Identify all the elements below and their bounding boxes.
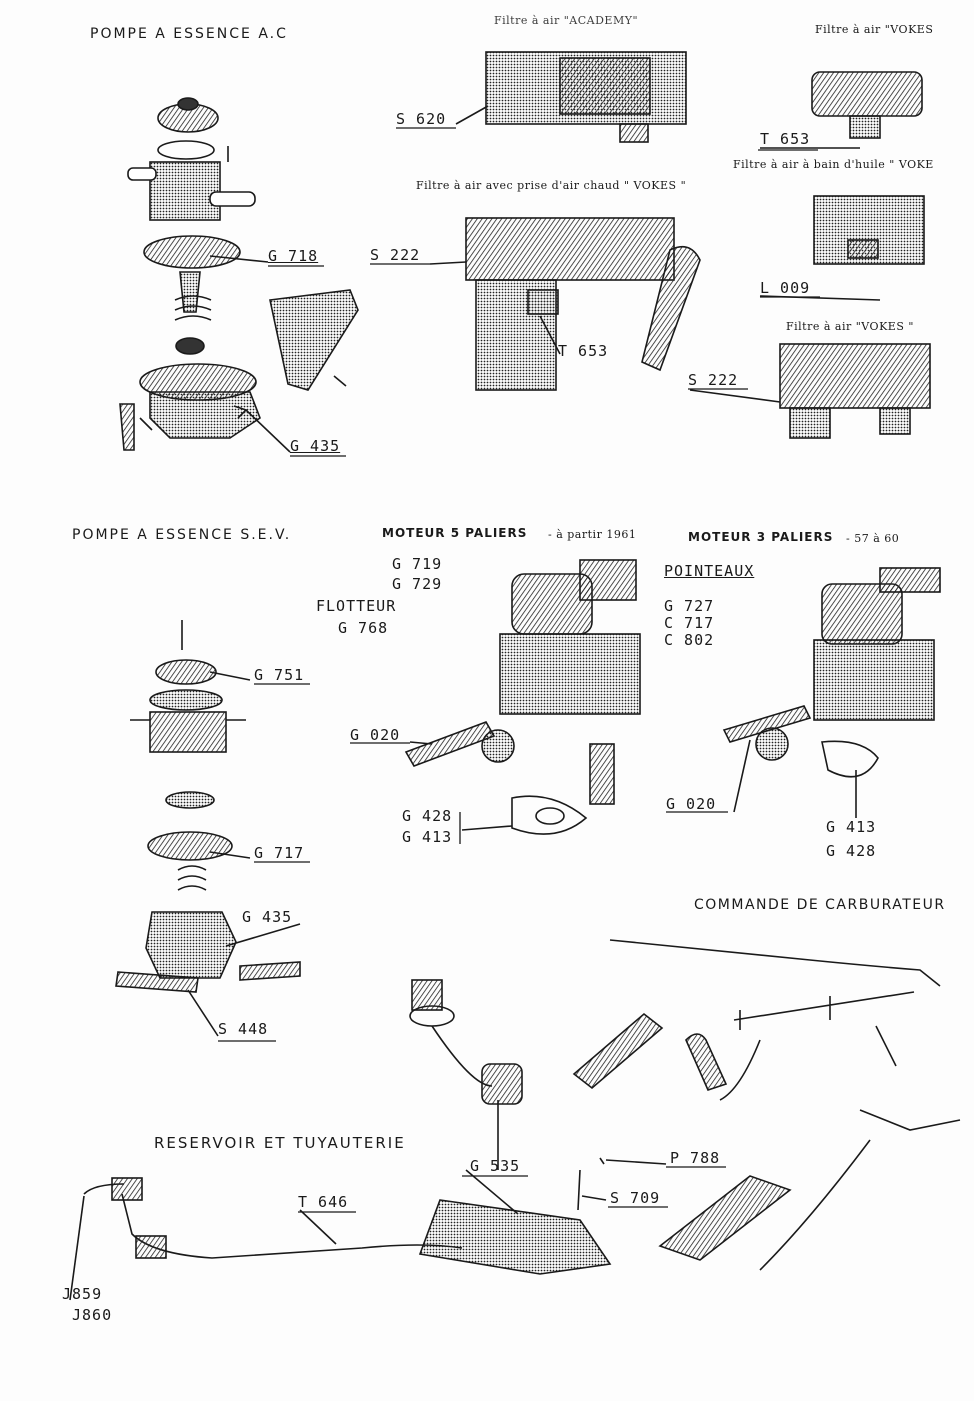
ref-g020-engine5: G 020 bbox=[350, 726, 401, 744]
ref-g435-sev: G 435 bbox=[242, 908, 293, 926]
ref-g718: G 718 bbox=[268, 247, 319, 265]
title-pump-ac: POMPE A ESSENCE A.C bbox=[90, 26, 288, 42]
title-engine-5: MOTEUR 5 PALIERS bbox=[382, 526, 528, 540]
ref-g413-engine5: G 413 bbox=[402, 828, 453, 846]
ref-g413-engine3: G 413 bbox=[826, 818, 877, 836]
leader-lines bbox=[218, 127, 820, 1213]
label-float: FLOTTEUR bbox=[316, 597, 397, 615]
ref-g535: G 535 bbox=[470, 1157, 521, 1175]
ref-t646: T 646 bbox=[298, 1193, 349, 1211]
sev-pump-drawing bbox=[115, 620, 301, 1037]
ref-g719: G 719 bbox=[392, 555, 443, 573]
ref-g435-ac: G 435 bbox=[290, 437, 341, 455]
caption-filter-top-left: Filtre à air "ACADEMY" bbox=[494, 14, 639, 27]
ref-s448: S 448 bbox=[218, 1020, 269, 1038]
ref-p788: P 788 bbox=[670, 1149, 721, 1167]
ref-c717: C 717 bbox=[664, 614, 715, 632]
ref-g727: G 727 bbox=[664, 597, 715, 615]
title-engine-3: MOTEUR 3 PALIERS bbox=[688, 530, 834, 544]
ref-g751: G 751 bbox=[254, 666, 305, 684]
ref-j860: J860 bbox=[72, 1306, 113, 1324]
title-pump-sev: POMPE A ESSENCE S.E.V. bbox=[72, 527, 292, 543]
ref-g768: G 768 bbox=[338, 619, 389, 637]
carb-control-drawing bbox=[572, 939, 961, 1271]
ref-g717: G 717 bbox=[254, 844, 305, 862]
ref-s222-hot-air: S 222 bbox=[370, 246, 421, 264]
ref-t653-hot-air: T 653 bbox=[558, 342, 609, 360]
subtitle-engine-5: - à partir 1961 bbox=[548, 528, 637, 541]
caption-filter-oil-bath: Filtre à air à bain d'huile " VOKE bbox=[733, 158, 934, 171]
caption-filter-hot-air: Filtre à air avec prise d'air chaud " VO… bbox=[416, 179, 687, 192]
ref-c802: C 802 bbox=[664, 631, 715, 649]
ref-t653-top: T 653 bbox=[760, 130, 811, 148]
label-needles: POINTEAUX bbox=[664, 562, 755, 580]
ref-s620: S 620 bbox=[396, 110, 447, 128]
ref-s222-bottom: S 222 bbox=[688, 371, 739, 389]
ref-g729: G 729 bbox=[392, 575, 443, 593]
ref-g020-engine3: G 020 bbox=[666, 795, 717, 813]
ref-l009: L 009 bbox=[760, 279, 811, 297]
ref-g428-engine5: G 428 bbox=[402, 807, 453, 825]
ac-pump-drawing bbox=[119, 97, 359, 453]
tank-piping-drawing bbox=[69, 979, 612, 1301]
title-tank: RESERVOIR ET TUYAUTERIE bbox=[154, 1134, 406, 1152]
carburettor-drawings bbox=[404, 559, 941, 835]
air-filter-drawings bbox=[429, 51, 931, 439]
ref-s709: S 709 bbox=[610, 1189, 661, 1207]
subtitle-engine-3: - 57 à 60 bbox=[846, 532, 900, 545]
caption-filter-vokes-top: Filtre à air "VOKES bbox=[815, 23, 934, 36]
ref-g428-engine3: G 428 bbox=[826, 842, 877, 860]
caption-filter-vokes-bottom: Filtre à air "VOKES " bbox=[786, 320, 914, 333]
ref-j859: J859 bbox=[62, 1285, 103, 1303]
title-carb-control: COMMANDE DE CARBURATEUR bbox=[694, 897, 946, 913]
